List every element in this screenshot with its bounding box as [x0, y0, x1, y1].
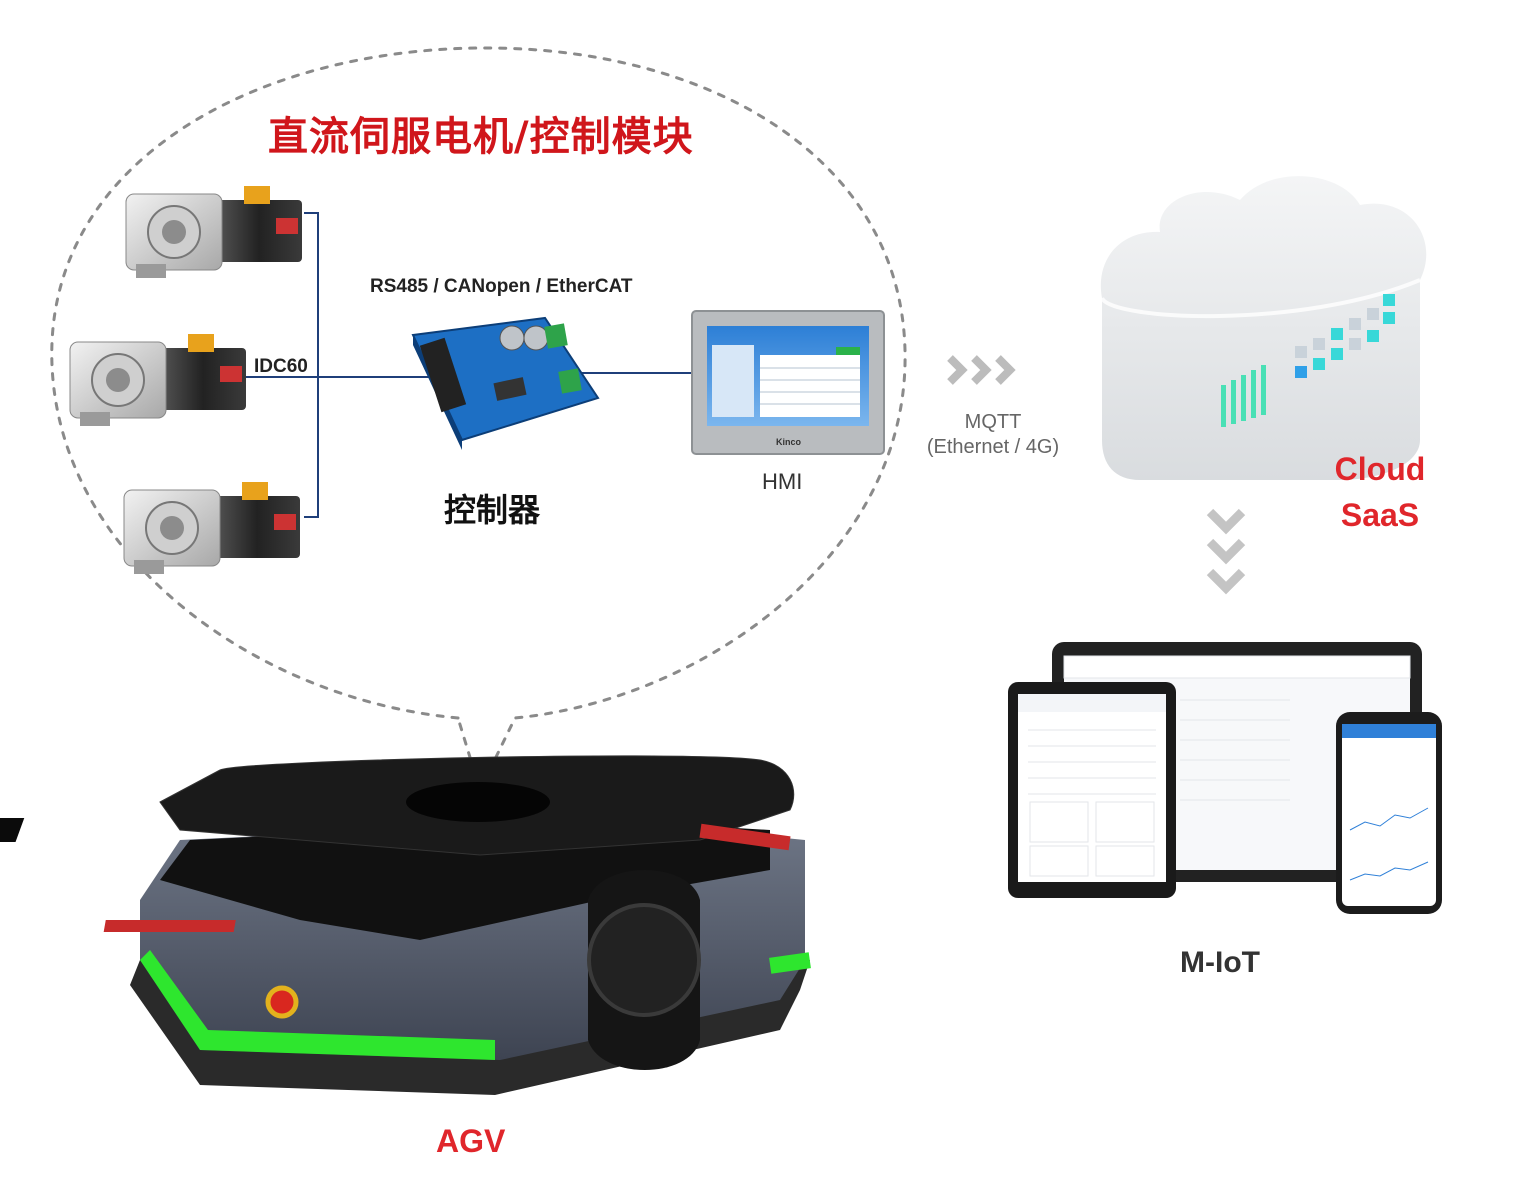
link-label-line1: MQTT: [964, 411, 1022, 433]
controller-label: 控制器: [444, 491, 541, 529]
hmi-brand-label: Kinco: [776, 437, 802, 447]
chevrons-right-icon: [947, 355, 1016, 385]
hmi-panel: [691, 310, 885, 455]
cloud-server-icon: [1100, 176, 1427, 480]
module-title: 直流伺服电机/控制模块: [268, 114, 694, 160]
hmi-label: HMI: [762, 469, 803, 494]
link-label: MQTT (Ethernet / 4G): [918, 410, 1068, 460]
cloud-label-line1: Cloud: [1334, 451, 1426, 487]
agv-label: AGV: [436, 1123, 506, 1159]
servo-motor-3: [123, 481, 301, 575]
link-label-line2: (Ethernet / 4G): [926, 436, 1060, 458]
protocols-label: RS485 / CANopen / EtherCAT: [370, 276, 633, 297]
module-bubble-outline: [50, 46, 907, 795]
controller-board: [411, 316, 600, 450]
bus-label: IDC60: [254, 356, 308, 377]
cloud-label-line2: SaaS: [1340, 497, 1420, 533]
miot-devices: [1008, 642, 1442, 914]
cloud-label: Cloud SaaS: [1328, 446, 1432, 538]
servo-motor-2: [69, 333, 247, 427]
servo-motor-1: [125, 185, 303, 279]
chevrons-down-icon: [1206, 508, 1246, 595]
bus-wiring: [240, 212, 695, 518]
miot-label: M-IoT: [1180, 946, 1260, 979]
agv-robot: [0, 755, 811, 1095]
